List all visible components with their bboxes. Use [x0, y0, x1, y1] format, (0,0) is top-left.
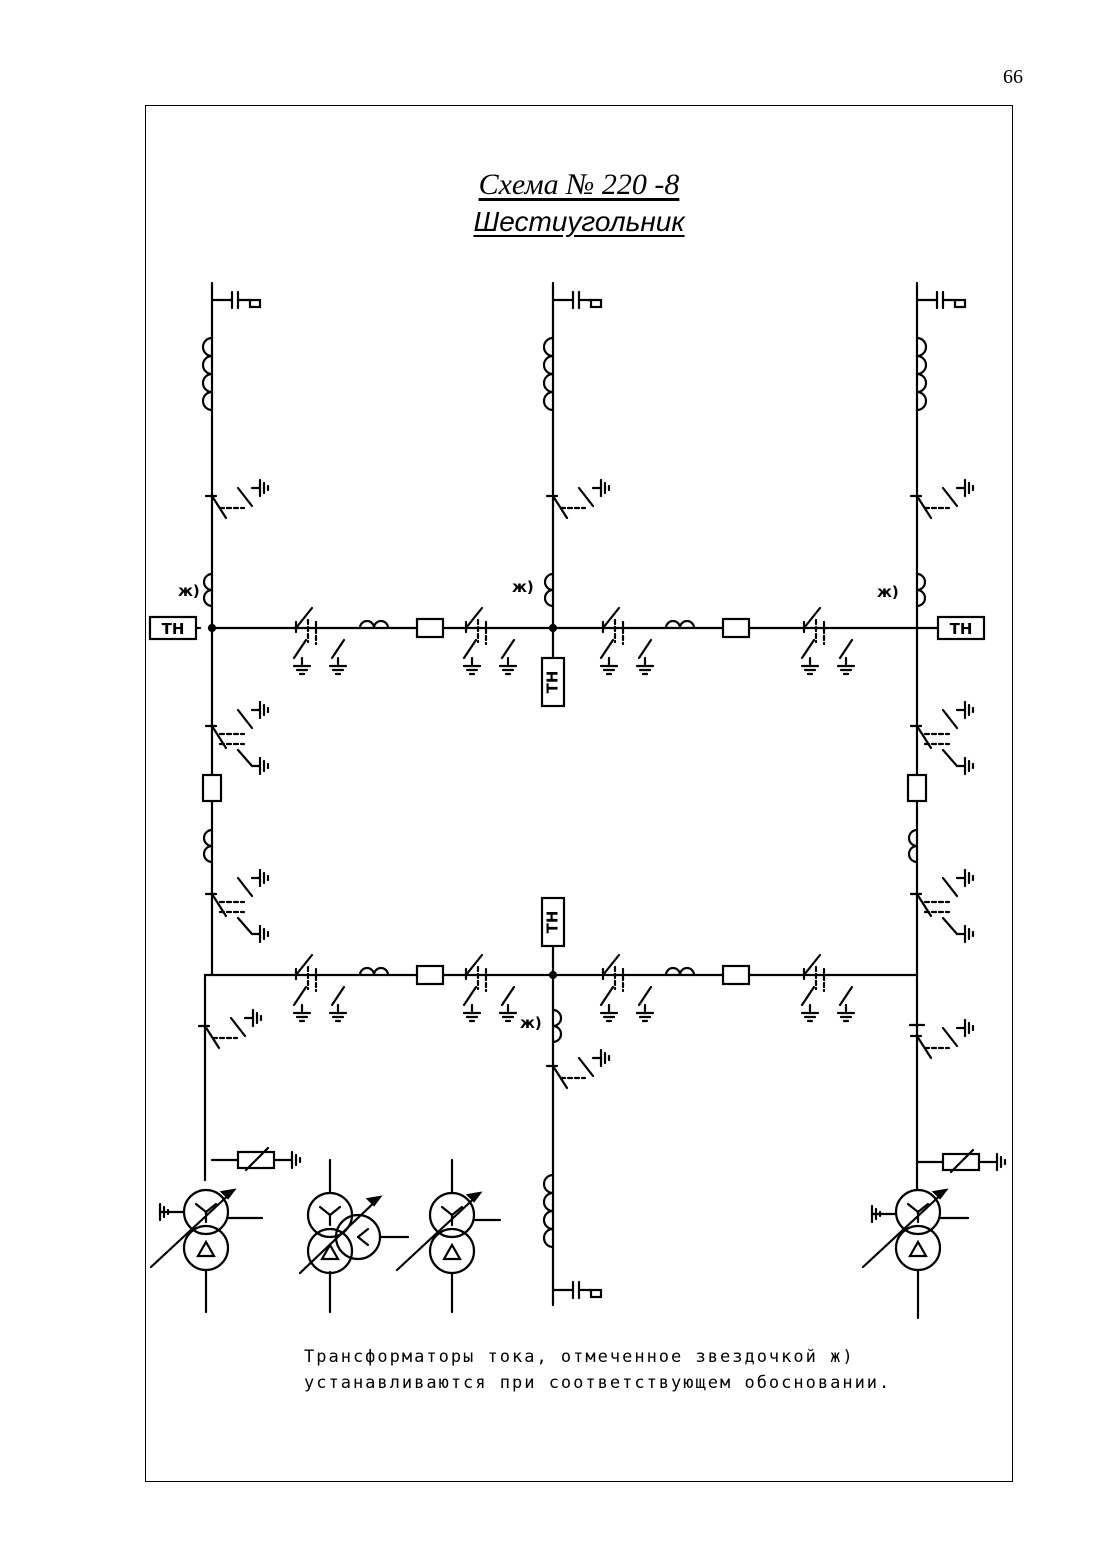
line-reactor-icon [201, 336, 214, 412]
power-transformer-left [149, 1188, 237, 1272]
footnote-line-2: устанавливаются при соответствующем обос… [304, 1373, 892, 1393]
transformer-disconnector-icon [197, 1008, 263, 1050]
star-mark-label: ж) [520, 1014, 542, 1032]
current-transformer-icon [907, 828, 919, 864]
surge-arrester-icon [210, 1146, 302, 1172]
three-winding-terminals [328, 1158, 410, 1314]
breaker-icon [415, 617, 445, 639]
footnote: Трансформаторы тока, отмеченное звездочк… [304, 1344, 984, 1396]
lower-bus [203, 945, 919, 980]
star-mark: ж) [178, 582, 200, 600]
disconnector-icon [800, 953, 856, 1023]
current-transformer-icon [915, 572, 927, 608]
coupling-capacitor-icon [551, 1280, 603, 1300]
current-transformer-icon [543, 572, 555, 608]
current-transformer-icon [664, 966, 696, 977]
voltage-transformer-right: ТН [936, 615, 986, 641]
side-disconnector-icon [204, 868, 270, 944]
disconnector-icon [292, 606, 348, 676]
star-mark: ж) [520, 1014, 542, 1032]
voltage-transformer-label: ТН [162, 620, 185, 638]
current-transformer-icon [202, 572, 214, 608]
voltage-transformer-center-bottom: ТН [540, 896, 566, 948]
coupling-capacitor-icon [210, 290, 262, 310]
line-reactor-icon [542, 1173, 555, 1249]
disconnector-icon [462, 953, 518, 1023]
side-disconnector-icon [909, 700, 975, 776]
side-disconnector-icon [204, 700, 270, 776]
diagram-subtitle: Шестиугольник [473, 206, 685, 237]
transformer-bay-left [158, 973, 264, 1314]
diagram-frame: Схема № 220 -8 Шестиугольник Трансформат… [145, 105, 1013, 1482]
voltage-transformer-left: ТН [148, 615, 198, 641]
line-disconnector-icon [909, 478, 975, 520]
current-transformer-icon [202, 828, 214, 864]
voltage-transformer-center-top: ТН [540, 656, 566, 708]
star-mark-label: ж) [877, 583, 899, 601]
star-mark: ж) [512, 578, 534, 596]
two-winding-terminals [450, 1158, 502, 1314]
breaker-icon [201, 773, 223, 803]
coupling-capacitor-icon [551, 290, 603, 310]
star-mark: ж) [877, 583, 899, 601]
coupling-capacitor-icon [915, 290, 967, 310]
footnote-line-1: Трансформаторы тока, отмеченное звездочк… [304, 1347, 855, 1367]
voltage-transformer-label: ТН [544, 911, 562, 934]
line-disconnector-icon [545, 1048, 611, 1090]
breaker-icon [906, 773, 928, 803]
voltage-transformer-label: ТН [544, 671, 562, 694]
disconnector-icon [599, 606, 655, 676]
line-disconnector-icon [545, 478, 611, 520]
surge-arrester-icon [915, 1148, 1007, 1174]
voltage-transformer-label: ТН [950, 620, 973, 638]
breaker-icon [721, 617, 751, 639]
star-mark-label: ж) [512, 578, 534, 596]
breaker-icon [415, 964, 445, 986]
transformer-bay-right [870, 973, 970, 1320]
line-reactor-icon [915, 336, 928, 412]
line-reactor-icon [542, 336, 555, 412]
current-transformer-icon [358, 966, 390, 977]
disconnector-icon [462, 606, 518, 676]
disconnector-icon [800, 606, 856, 676]
side-disconnector-icon [909, 868, 975, 944]
disconnector-icon [599, 953, 655, 1023]
breaker-icon [721, 964, 751, 986]
diagram-title: Схема № 220 -8 [478, 168, 680, 201]
current-transformer-icon [664, 619, 696, 630]
power-transformer-right [861, 1188, 949, 1272]
line-disconnector-icon [204, 478, 270, 520]
current-transformer-icon [551, 1008, 563, 1044]
two-winding-transformer-icon [395, 1191, 483, 1275]
three-winding-transformer-icon [298, 1191, 383, 1275]
disconnector-icon [292, 953, 348, 1023]
transformer-disconnector-icon [909, 1018, 975, 1060]
page-number: 66 [1003, 66, 1023, 88]
star-mark-label: ж) [178, 582, 200, 600]
current-transformer-icon [358, 619, 390, 630]
